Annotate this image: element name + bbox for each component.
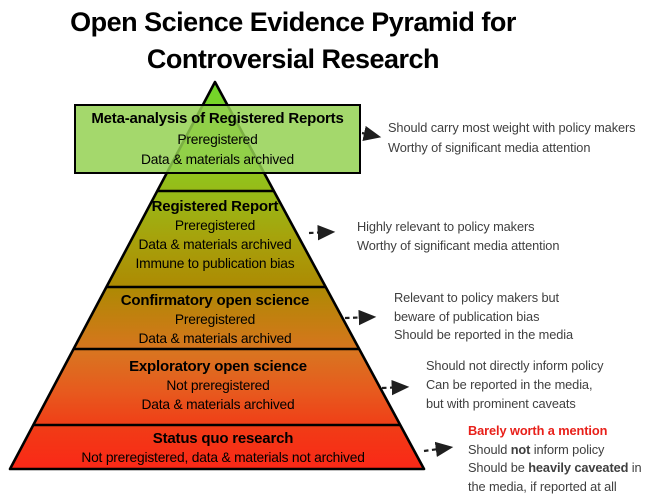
- dashed-arrow-icon: [308, 224, 336, 241]
- annotation-line: Worthy of significant media attention: [357, 238, 560, 253]
- pyramid-level-exploratory: Exploratory open science Not preregister…: [60, 357, 376, 414]
- page-title: Open Science Evidence Pyramid for Contro…: [0, 4, 586, 78]
- annotation-confirmatory: Relevant to policy makers but beware of …: [394, 289, 573, 345]
- pyramid-level-status-quo: Status quo research Not preregistered, d…: [30, 429, 416, 467]
- pyramid-level-meta-analysis: Meta-analysis of Registered Reports Prer…: [75, 109, 360, 171]
- annotation-line: Should be heavily caveated in: [468, 459, 642, 478]
- text-segment: in: [628, 460, 642, 475]
- annotation-line: Can be reported in the media,: [426, 377, 593, 392]
- annotation-line: Should be reported in the media: [394, 327, 574, 342]
- text-segment-bold: not: [510, 441, 531, 457]
- annotation-line: Relevant to policy makers but: [394, 290, 559, 305]
- annotation-line: but with prominent caveats: [426, 396, 576, 411]
- level-detail: Data & materials archived: [141, 152, 294, 167]
- level-detail: Not preregistered, data & materials not …: [81, 450, 365, 465]
- title-line: Open Science Evidence Pyramid for: [70, 7, 516, 37]
- annotation-registered-report: Highly relevant to policy makers Worthy …: [357, 217, 559, 255]
- level-title: Meta-analysis of Registered Reports: [91, 110, 344, 127]
- annotation-line: Should carry most weight with policy mak…: [388, 120, 636, 135]
- dashed-arrow-icon: [344, 309, 377, 326]
- annotation-line: the media, if reported at all: [468, 478, 617, 494]
- level-title: Exploratory open science: [129, 358, 307, 375]
- level-detail: Not preregistered: [166, 378, 270, 393]
- text-segment-bold: heavily caveated: [528, 460, 629, 475]
- pyramid-level-registered-report: Registered Report Preregistered Data & m…: [107, 197, 323, 273]
- annotation-line: Highly relevant to policy makers: [357, 219, 535, 234]
- level-detail: Data & materials archived: [138, 237, 292, 252]
- annotation-line: Worthy of significant media attention: [388, 139, 591, 155]
- level-detail: Preregistered: [174, 312, 256, 327]
- pyramid-shape: [8, 80, 426, 471]
- annotation-line: Should not directly inform policy: [426, 358, 604, 373]
- meta-analysis-box: [74, 104, 361, 174]
- annotation-line: Should not inform policy: [468, 441, 642, 460]
- level-title: Registered Report: [151, 198, 279, 215]
- pyramid-level-confirmatory: Confirmatory open science Preregistered …: [90, 291, 340, 348]
- text-segment: Should be: [468, 460, 529, 475]
- annotation-exploratory: Should not directly inform policy Can be…: [426, 356, 603, 413]
- dashed-arrow-icon: [361, 125, 382, 141]
- annotation-line: beware of publication bias: [394, 308, 540, 324]
- level-detail: Preregistered: [177, 131, 258, 147]
- dashed-arrow-icon: [423, 441, 454, 458]
- level-detail: Data & materials archived: [141, 397, 295, 412]
- level-detail: Data & materials archived: [138, 331, 292, 346]
- annotation-meta-analysis: Should carry most weight with policy mak…: [388, 118, 636, 157]
- dashed-arrow-icon: [381, 379, 410, 396]
- level-title: Confirmatory open science: [120, 292, 310, 309]
- level-detail: Preregistered: [174, 218, 256, 233]
- text-segment: Should: [468, 441, 511, 457]
- level-detail: Immune to publication bias: [135, 256, 295, 271]
- title-line: Controversial Research: [146, 44, 440, 74]
- text-segment: inform policy: [530, 441, 605, 457]
- annotation-heading: Barely worth a mention: [468, 423, 608, 438]
- annotation-status-quo: Barely worth a mention Should not inform…: [468, 422, 642, 496]
- level-title: Status quo research: [152, 430, 294, 447]
